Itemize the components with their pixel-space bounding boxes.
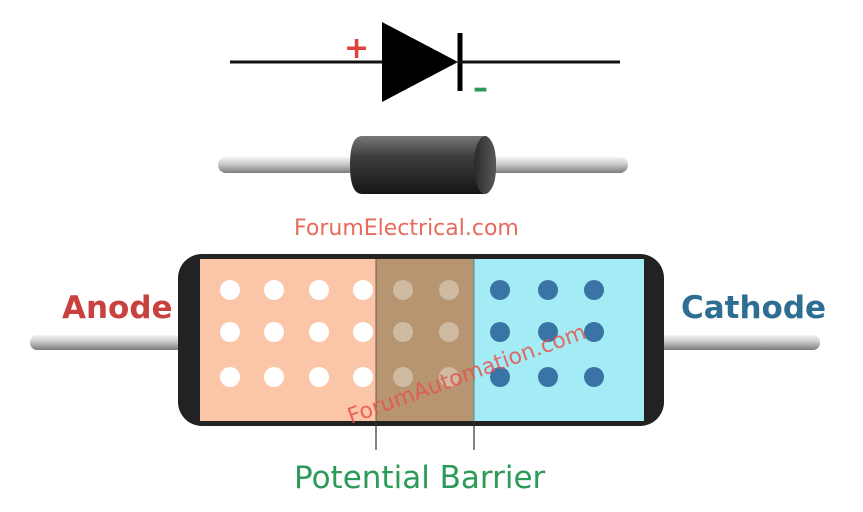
anode-label: Anode <box>62 290 173 326</box>
component-body <box>350 136 496 194</box>
cathode-label: Cathode <box>681 290 827 326</box>
minus-sign: – <box>473 71 488 106</box>
hole-dot <box>264 280 284 300</box>
anode-lead <box>30 335 190 350</box>
depleted-hole-dot <box>393 367 413 387</box>
hole-dot <box>220 367 240 387</box>
component-lead-right <box>488 157 628 173</box>
electron-dot <box>490 322 510 342</box>
hole-dot <box>264 367 284 387</box>
electron-dot <box>584 280 604 300</box>
electron-dot <box>538 367 558 387</box>
diode-symbol: + – <box>230 22 620 106</box>
depletion-holes <box>393 280 459 387</box>
hole-dot <box>309 322 329 342</box>
depleted-hole-dot <box>393 280 413 300</box>
electron-dot <box>584 322 604 342</box>
electron-dot <box>538 280 558 300</box>
hole-dot <box>309 367 329 387</box>
hole-dot <box>353 367 373 387</box>
potential-barrier-label: Potential Barrier <box>294 460 546 496</box>
depletion-region <box>376 259 474 421</box>
symbol-triangle <box>382 22 458 102</box>
n-region-electrons <box>490 280 604 387</box>
diode-component <box>218 136 628 194</box>
hole-dot <box>220 322 240 342</box>
component-lead-left <box>218 157 358 173</box>
electron-dot <box>538 322 558 342</box>
hole-dot <box>264 322 284 342</box>
hole-dot <box>309 280 329 300</box>
hole-dot <box>220 280 240 300</box>
depleted-hole-dot <box>393 322 413 342</box>
component-cathode-cap <box>474 136 496 194</box>
electron-dot <box>490 367 510 387</box>
hole-dot <box>353 280 373 300</box>
watermark-top: ForumElectrical.com <box>294 216 519 241</box>
plus-sign: + <box>344 31 369 66</box>
cathode-lead <box>652 335 820 350</box>
electron-dot <box>584 367 604 387</box>
depleted-hole-dot <box>439 322 459 342</box>
hole-dot <box>353 322 373 342</box>
depleted-hole-dot <box>439 367 459 387</box>
depleted-hole-dot <box>439 280 459 300</box>
junction-cross-section <box>30 254 820 450</box>
electron-dot <box>490 280 510 300</box>
p-region-holes <box>220 280 373 387</box>
